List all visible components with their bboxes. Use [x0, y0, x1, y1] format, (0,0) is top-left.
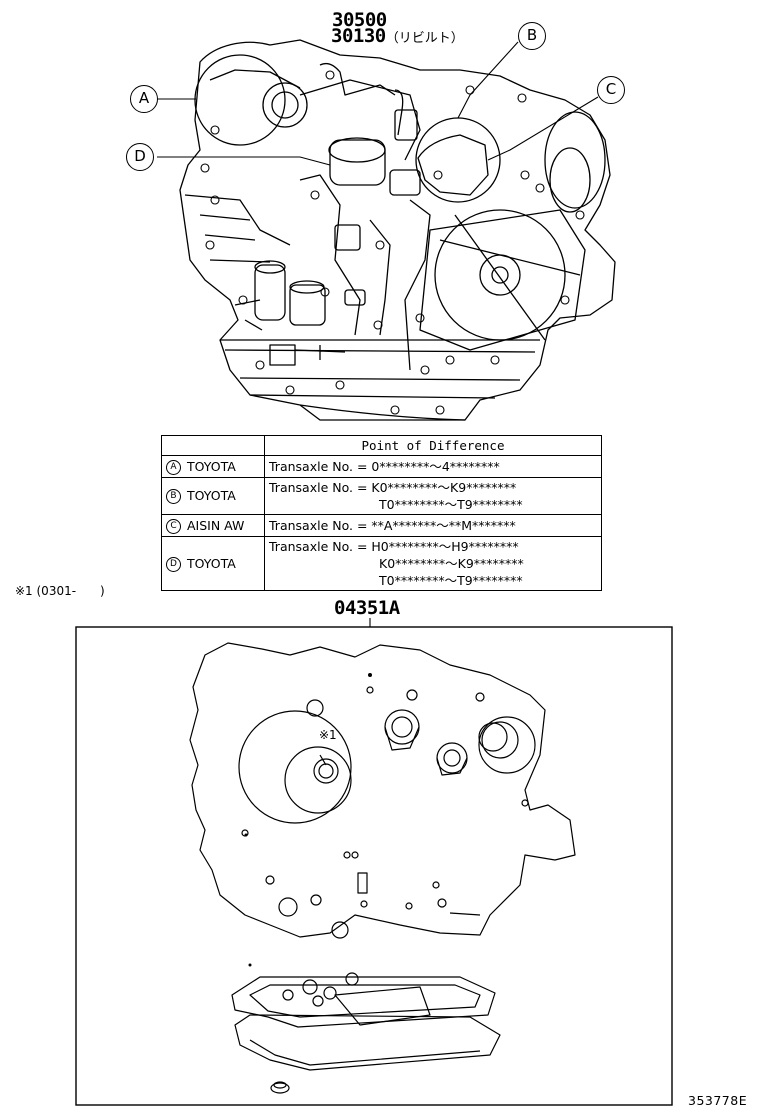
part-number-04351a: 04351A: [334, 597, 400, 619]
table-row: D TOYOTA Transaxle No. = H0********～H9***…: [161, 536, 602, 591]
maker-cell: C AISIN AW: [161, 514, 265, 537]
transaxle-cell: Transaxle No. = H0********～H9******** K0…: [264, 536, 602, 591]
transaxle-line: Transaxle No. = H0********～H9********: [269, 539, 519, 554]
table-header: Point of Difference: [264, 435, 602, 456]
row-key-badge: D: [166, 556, 181, 572]
table-row: A TOYOTA Transaxle No. = 0********～4*****…: [161, 455, 602, 478]
maker-name: TOYOTA: [187, 555, 236, 571]
maker-cell: A TOYOTA: [161, 455, 265, 478]
part-number-30130: 30130: [331, 25, 386, 47]
transaxle-line: K0********～K9********: [379, 556, 524, 571]
maker-cell: D TOYOTA: [161, 536, 265, 591]
part-number-30500: 30500: [332, 9, 387, 31]
footnote: ※1 (0301- ): [15, 584, 105, 598]
diagram-reference: 353778E: [688, 1093, 748, 1108]
transaxle-line: Transaxle No. = 0********～4********: [269, 459, 500, 474]
part-number-rebuilt: 30130（リビルト）: [331, 26, 464, 49]
transaxle-line: Transaxle No. = K0********～K9********: [269, 480, 517, 495]
row-key-badge: C: [166, 518, 181, 534]
transaxle-line: T0********～T9********: [379, 573, 523, 588]
difference-table: Point of Difference A TOYOTA Transaxle No…: [161, 435, 602, 591]
table-row: C AISIN AW Transaxle No. = **A*******～**M…: [161, 514, 602, 537]
maker-name: TOYOTA: [187, 488, 236, 503]
callout-d: D: [126, 143, 154, 171]
table-header-empty: [161, 435, 265, 456]
table-header-row: Point of Difference: [161, 435, 602, 456]
kit-frame: [75, 626, 673, 1106]
callout-c: C: [597, 76, 625, 104]
kit-mark: ※1: [319, 728, 337, 742]
rebuilt-note: （リビルト）: [385, 31, 464, 46]
row-key-badge: B: [166, 489, 181, 504]
maker-name: AISIN AW: [187, 517, 245, 533]
maker-name: TOYOTA: [187, 458, 236, 474]
row-key-badge: A: [166, 459, 181, 475]
callout-b: B: [518, 22, 546, 50]
callout-a: A: [130, 85, 158, 113]
gasket-kit-illustration: [75, 618, 673, 1106]
maker-cell: B TOYOTA: [161, 477, 265, 515]
transaxle-cell: Transaxle No. = 0********～4********: [264, 455, 602, 478]
transaxle-line: Transaxle No. = **A*******～**M*******: [269, 518, 516, 533]
table-row: B TOYOTA Transaxle No. = K0********～K9***…: [161, 477, 602, 515]
transaxle-cell: Transaxle No. = **A*******～**M*******: [264, 514, 602, 537]
transaxle-illustration: [157, 39, 616, 421]
transaxle-cell: Transaxle No. = K0********～K9******** T0…: [264, 477, 602, 515]
transaxle-line: T0********～T9********: [379, 497, 523, 512]
